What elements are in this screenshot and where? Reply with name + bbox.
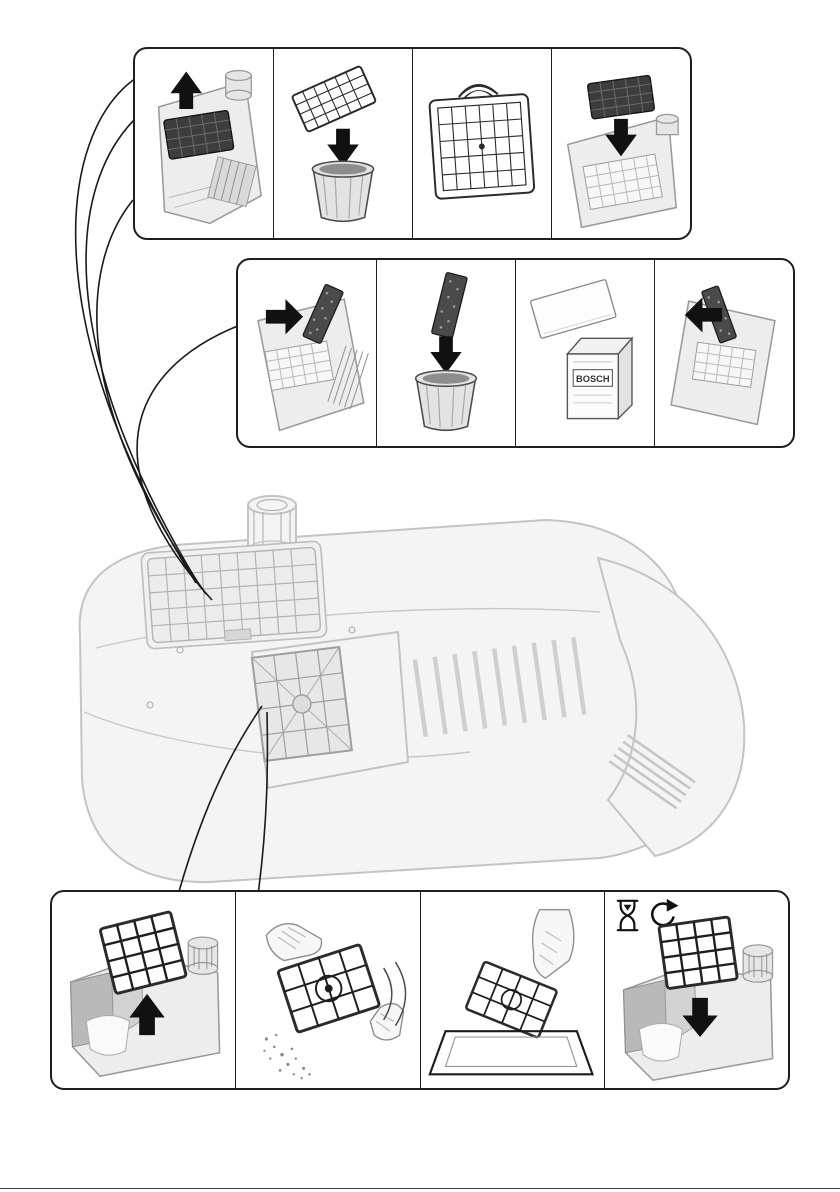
arrow-right-icon (265, 299, 304, 335)
dust-bag-cylinder (247, 495, 297, 560)
motor-filter-grid-location (250, 645, 354, 763)
connector-line (74, 77, 197, 584)
micro-filter-strip (431, 272, 468, 339)
arrow-down-icon (682, 997, 718, 1038)
dust-particles (263, 1033, 312, 1080)
dust-bag-cylinder (655, 113, 679, 136)
arrow-down-icon (605, 118, 637, 157)
hand-rinsing (531, 908, 575, 980)
arrow-left-icon (684, 297, 723, 333)
illustration-lift-out-motor-filter (69, 910, 221, 1078)
micro-filter-strip (302, 284, 344, 344)
panel-micro-filter-replacement: BOSCH (236, 258, 795, 448)
arrow-up-icon (129, 993, 165, 1036)
step-tap-out-dust (235, 892, 419, 1088)
motor-filter-frame (99, 910, 188, 995)
illustration-pull-out-micro-filter (257, 284, 369, 432)
hand-left (265, 923, 323, 962)
dust-bag-cylinder (187, 936, 219, 975)
motor-filter-frame (464, 960, 558, 1039)
old-exhaust-filter-plate (291, 65, 377, 133)
arrow-down-icon (430, 336, 462, 374)
connector-line (96, 199, 207, 595)
bosch-filter-box: BOSCH (565, 336, 634, 421)
illustration-new-hepa-filter (428, 84, 536, 200)
exhaust-filter-cassette (586, 74, 656, 120)
connector-line (136, 324, 241, 601)
step-lift-out-motor-filter (52, 892, 235, 1088)
connector-line (257, 711, 269, 896)
connector-line (85, 117, 202, 589)
connector-line (177, 705, 263, 896)
shake-motion-lines (383, 967, 393, 1021)
waste-bin (414, 369, 478, 432)
illustration-new-micro-filter: BOSCH (529, 279, 634, 421)
illustration-rinse-filter (427, 908, 594, 1076)
panel-motor-filter-cleaning (50, 890, 790, 1090)
dust-bag-cylinder (742, 944, 773, 983)
illustration-lift-out-exhaust-filter (157, 69, 263, 225)
dust-bag-cylinder (225, 69, 252, 101)
step-insert-exhaust-filter (551, 49, 690, 238)
step-pull-out-micro-filter (238, 260, 376, 446)
step-insert-micro-filter (654, 260, 793, 446)
illustration-insert-micro-filter (670, 285, 776, 426)
illustration-tap-out-dust (263, 923, 407, 1080)
step-discard-exhaust-filter (273, 49, 412, 238)
step-lift-out-exhaust-filter (135, 49, 273, 238)
motor-filter-frame (277, 943, 381, 1034)
exhaust-filter-cassette (163, 109, 235, 160)
motor-filter-frame (657, 915, 739, 990)
arrow-up-icon (170, 71, 203, 109)
step-new-hepa-filter-cassette (412, 49, 551, 238)
new-micro-filter-sheet (529, 279, 617, 339)
illustration-discard-exhaust-filter (291, 65, 377, 223)
new-hepa-filter-cassette (428, 84, 536, 200)
clockwise-arrow-icon (650, 898, 679, 927)
arrow-down-icon (327, 128, 359, 167)
illustration-insert-exhaust-filter (566, 74, 679, 229)
waste-bin (311, 160, 375, 223)
hourglass-icon (616, 899, 639, 932)
page-bottom-rule (0, 1188, 840, 1189)
lid-handle-ribs (608, 734, 696, 810)
panel-exhaust-filter-replacement (133, 47, 692, 240)
bosch-label: BOSCH (576, 374, 610, 384)
step-rinse-filter-in-water (419, 892, 604, 1088)
step-new-micro-filter-with-box: BOSCH (515, 260, 654, 446)
water-tray (427, 1030, 594, 1076)
step-dry-and-reinsert (603, 892, 788, 1088)
step-discard-micro-filter (376, 260, 515, 446)
illustration-discard-micro-filter (414, 272, 478, 432)
open-lid (596, 556, 746, 858)
exhaust-filter-grid-location (140, 540, 328, 650)
illustration-reinsert-motor-filter (616, 898, 774, 1082)
compartment-ribs (412, 636, 587, 738)
